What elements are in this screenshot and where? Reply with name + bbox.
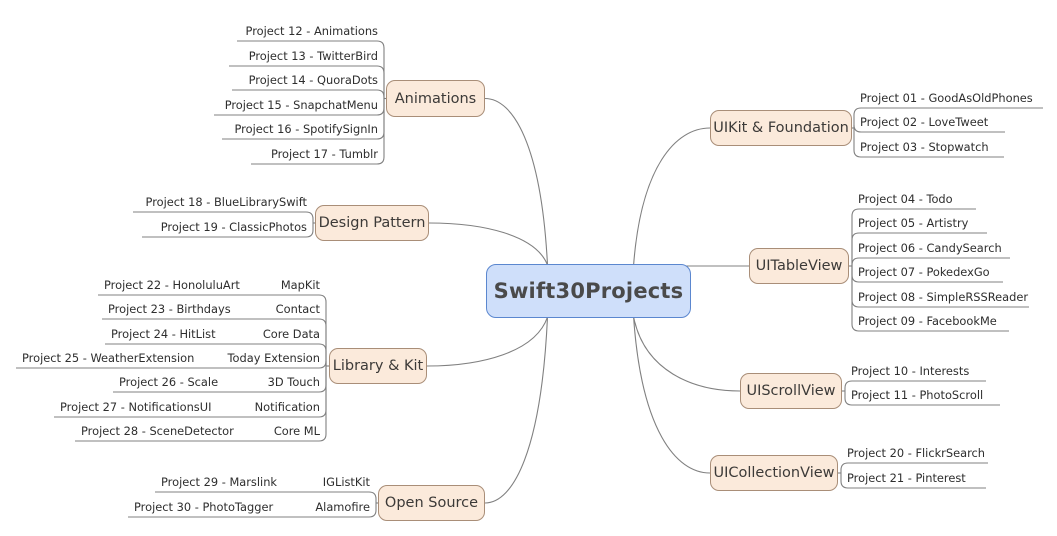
leaf-node[interactable]: Project 16 - SpotifySignIn	[222, 116, 384, 139]
leaf-tag: 3D Touch	[267, 375, 320, 389]
leaf-node[interactable]: Project 02 - LoveTweet	[854, 109, 1005, 132]
branch-node-animations-label: Animations	[394, 90, 477, 107]
leaf-tag: Alamofire	[315, 500, 370, 514]
leaf-node[interactable]: Project 19 - ClassicPhotos	[142, 214, 313, 237]
leaf-node[interactable]: Project 01 - GoodAsOldPhones	[854, 85, 1043, 108]
leaf-node[interactable]: Project 12 - Animations	[237, 18, 384, 41]
branch-node-uicollectionview[interactable]: UICollectionView	[710, 455, 838, 491]
leaf-node[interactable]: Project 28 - SceneDetector Core ML	[75, 418, 326, 441]
leaf-label: Project 25 - WeatherExtension	[22, 351, 195, 365]
leaf-label: Project 27 - NotificationsUI	[60, 400, 212, 414]
branch-node-uikit-foundation[interactable]: UIKit & Foundation	[710, 110, 852, 146]
leaf-label: Project 16 - SpotifySignIn	[234, 122, 378, 136]
branch-node-library-kit-label: Library & Kit	[332, 358, 424, 374]
leaf-label: Project 05 - Artistry	[858, 216, 969, 230]
branch-node-uitableview-label: UITableView	[755, 258, 843, 274]
leaf-label: Project 03 - Stopwatch	[860, 140, 989, 154]
branch-node-design-pattern[interactable]: Design Pattern	[315, 205, 429, 241]
leaf-label: Project 20 - FlickrSearch	[847, 446, 985, 460]
leaf-label: Project 24 - HitList	[111, 327, 216, 341]
leaf-node[interactable]: Project 09 - FacebookMe	[852, 308, 1009, 331]
leaf-node[interactable]: Project 27 - NotificationsUI Notification	[54, 394, 326, 417]
root-node[interactable]: Swift30Projects	[486, 264, 691, 318]
leaf-label: Project 09 - FacebookMe	[858, 314, 997, 328]
leaf-node[interactable]: Project 05 - Artistry	[852, 210, 987, 233]
leaf-label: Project 26 - Scale	[119, 375, 219, 389]
leaf-label: Project 14 - QuoraDots	[248, 73, 378, 87]
leaf-label: Project 01 - GoodAsOldPhones	[860, 91, 1033, 105]
leaf-label: Project 15 - SnapchatMenu	[224, 98, 378, 112]
leaf-label: Project 29 - Marslink	[161, 475, 278, 489]
leaf-tag: Core ML	[273, 424, 320, 438]
leaf-label: Project 11 - PhotoScroll	[851, 388, 984, 402]
leaf-label: Project 28 - SceneDetector	[81, 424, 234, 438]
leaf-label: Project 30 - PhotoTagger	[134, 500, 274, 514]
branch-node-open-source-label: Open Source	[384, 495, 479, 511]
leaf-tag: Contact	[275, 302, 320, 316]
leaf-node[interactable]: Project 04 - Todo	[852, 186, 976, 209]
root-node-label: Swift30Projects	[493, 279, 684, 303]
leaf-tag: Today Extension	[227, 351, 320, 365]
branch-node-uicollectionview-label: UICollectionView	[713, 465, 835, 481]
leaf-label: Project 12 - Animations	[245, 24, 378, 38]
leaf-node[interactable]: Project 13 - TwitterBird	[229, 43, 384, 66]
leaf-label: Project 04 - Todo	[858, 192, 953, 206]
leaf-label: Project 02 - LoveTweet	[860, 115, 989, 129]
leaf-label: Project 07 - PokedexGo	[858, 265, 990, 279]
branch-node-design-pattern-label: Design Pattern	[318, 215, 426, 231]
leaf-node[interactable]: Project 18 - BlueLibrarySwift	[133, 189, 313, 212]
branch-node-uiscrollview-label: UIScrollView	[746, 383, 836, 399]
leaf-node[interactable]: Project 11 - PhotoScroll	[845, 382, 1000, 405]
leaf-node[interactable]: Project 14 - QuoraDots	[232, 67, 384, 90]
leaf-node[interactable]: Project 21 - Pinterest	[841, 465, 986, 488]
leaf-label: Project 06 - CandySearch	[858, 241, 1002, 255]
leaf-tag: Notification	[254, 400, 320, 414]
leaf-node[interactable]: Project 26 - Scale 3D Touch	[113, 369, 326, 392]
leaf-label: Project 18 - BlueLibrarySwift	[145, 195, 307, 209]
leaf-node[interactable]: Project 30 - PhotoTagger Alamofire	[128, 494, 376, 517]
branch-node-uitableview[interactable]: UITableView	[749, 248, 849, 284]
leaf-node[interactable]: Project 17 - Tumblr	[251, 141, 384, 164]
branch-node-uikit-foundation-label: UIKit & Foundation	[713, 120, 849, 136]
leaf-node[interactable]: Project 07 - PokedexGo	[852, 259, 1003, 282]
leaf-node[interactable]: Project 22 - HonoluluArt MapKit	[98, 272, 326, 295]
leaf-label: Project 13 - TwitterBird	[248, 49, 378, 63]
branch-node-library-kit[interactable]: Library & Kit	[329, 348, 427, 384]
leaf-node[interactable]: Project 15 - SnapchatMenu	[214, 92, 384, 115]
leaf-node[interactable]: Project 20 - FlickrSearch	[841, 440, 988, 463]
leaf-node[interactable]: Project 25 - WeatherExtension Today Exten…	[16, 345, 326, 368]
leaf-tag: Core Data	[262, 327, 320, 341]
leaf-node[interactable]: Project 10 - Interests	[845, 358, 986, 381]
leaf-tag: IGListKit	[322, 475, 370, 489]
leaf-node[interactable]: Project 06 - CandySearch	[852, 235, 1010, 258]
branch-node-animations[interactable]: Animations	[386, 80, 485, 117]
leaf-label: Project 19 - ClassicPhotos	[160, 220, 307, 234]
leaf-node[interactable]: Project 03 - Stopwatch	[854, 134, 1004, 157]
leaf-label: Project 17 - Tumblr	[270, 147, 378, 161]
leaf-label: Project 21 - Pinterest	[847, 471, 966, 485]
leaf-node[interactable]: Project 23 - Birthdays Contact	[102, 296, 326, 319]
leaf-tag: MapKit	[280, 278, 320, 292]
leaf-label: Project 23 - Birthdays	[108, 302, 231, 316]
leaf-label: Project 22 - HonoluluArt	[104, 278, 240, 292]
leaf-node[interactable]: Project 24 - HitList Core Data	[105, 321, 326, 344]
branch-node-uiscrollview[interactable]: UIScrollView	[740, 373, 842, 409]
leaf-node[interactable]: Project 08 - SimpleRSSReader	[852, 284, 1029, 307]
leaf-label: Project 08 - SimpleRSSReader	[858, 290, 1029, 304]
leaf-label: Project 10 - Interests	[851, 364, 970, 378]
branch-node-open-source[interactable]: Open Source	[378, 485, 485, 521]
leaf-node[interactable]: Project 29 - Marslink IGListKit	[155, 469, 376, 492]
